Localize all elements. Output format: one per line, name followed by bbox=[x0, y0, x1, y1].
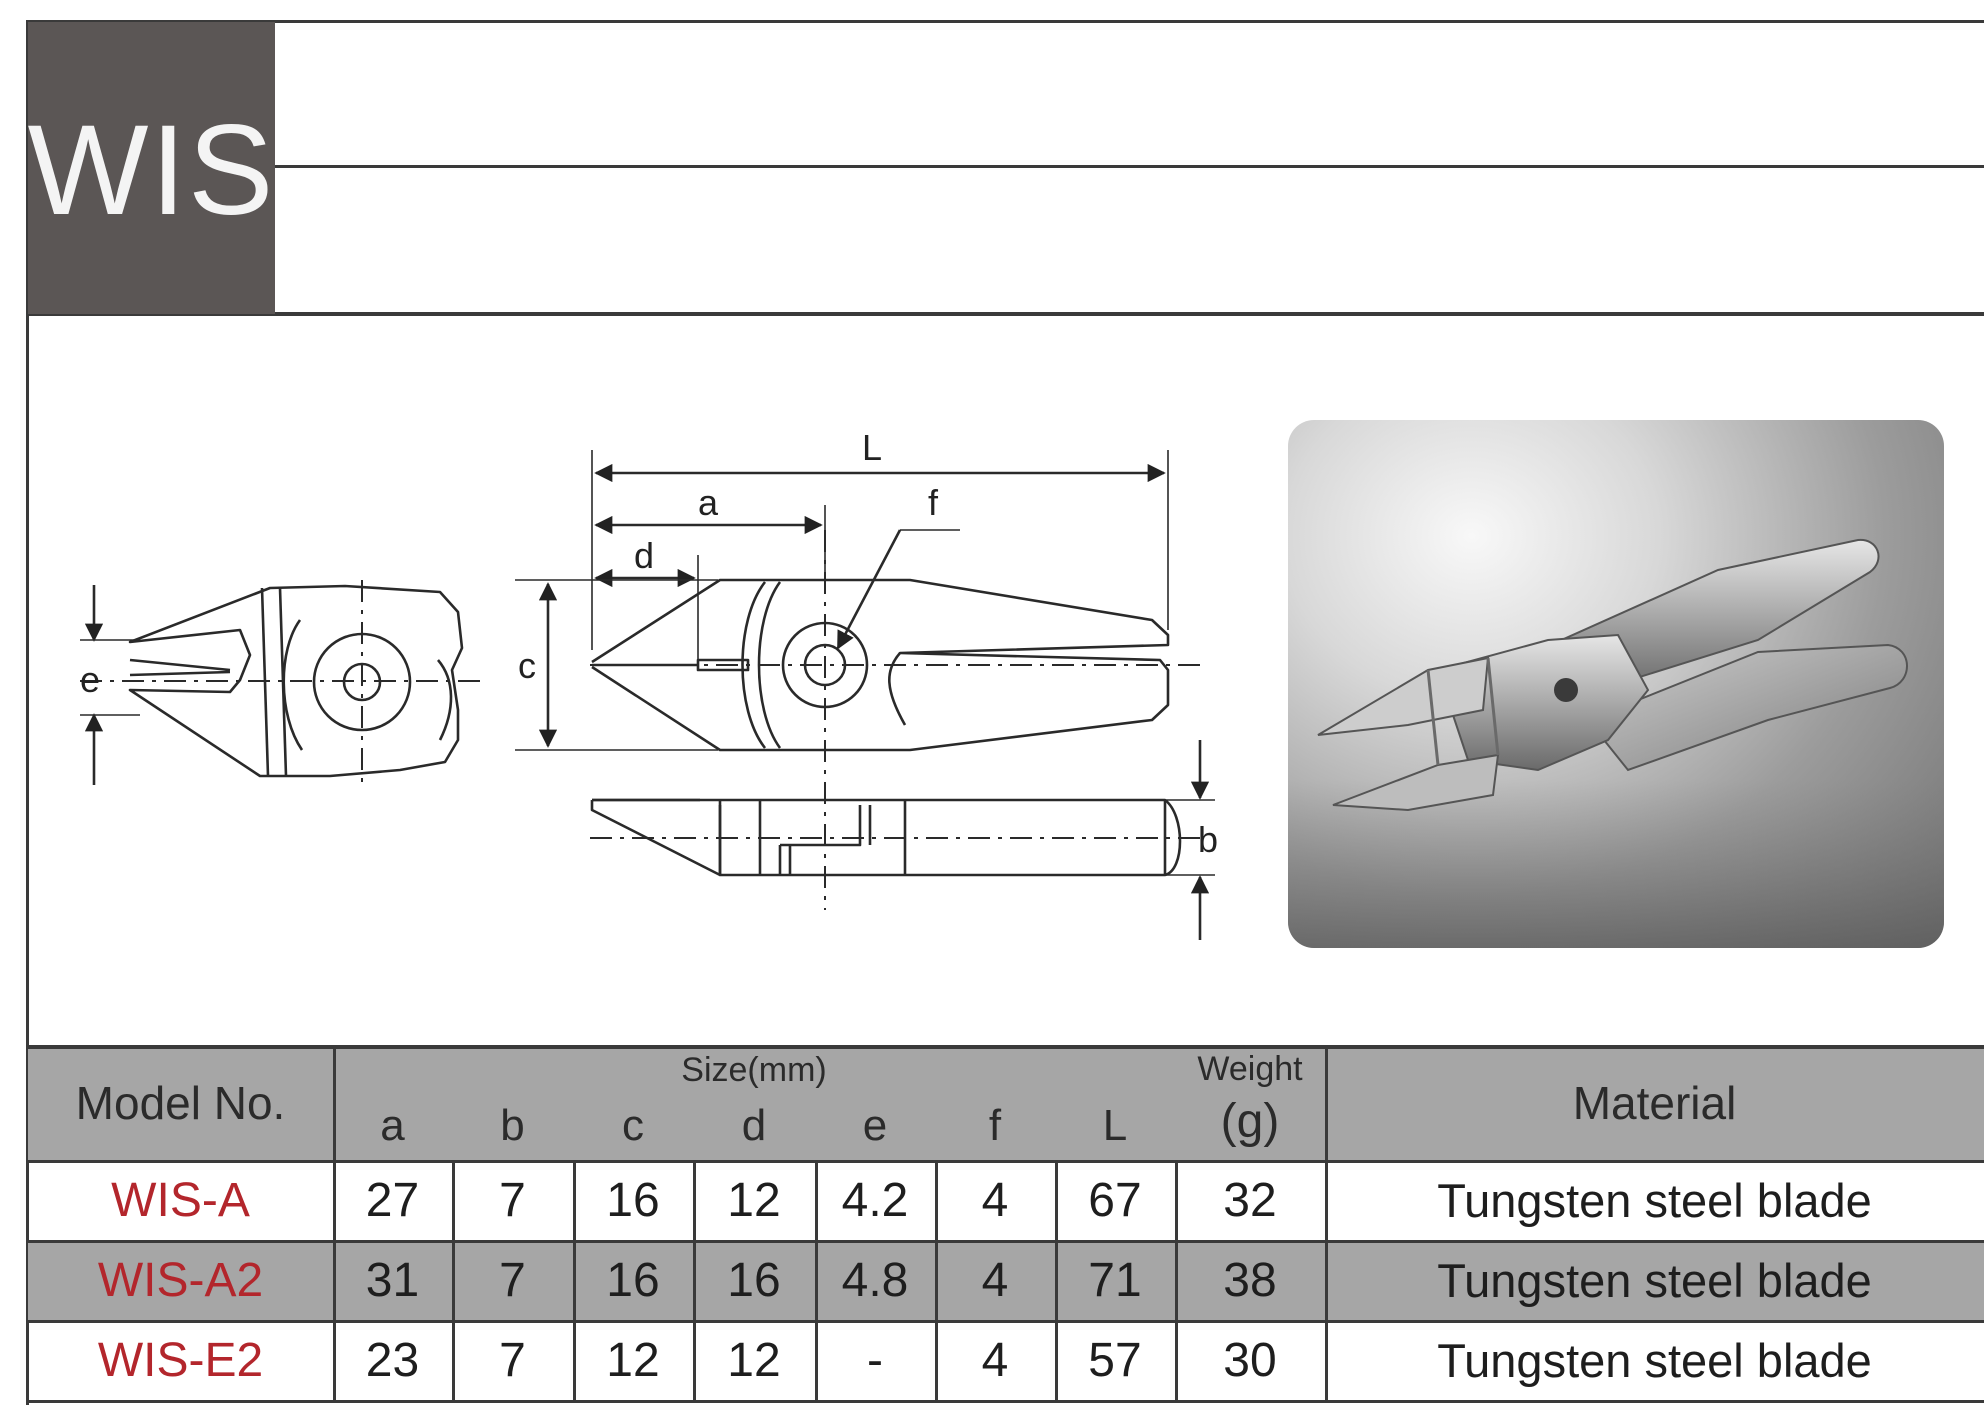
table-cell: 27 bbox=[365, 1173, 420, 1227]
table-cell: 4 bbox=[981, 1173, 1009, 1227]
table-hline bbox=[28, 1320, 1984, 1323]
top-border bbox=[28, 20, 1984, 23]
table-cell: 31 bbox=[365, 1253, 420, 1307]
table-cell-material: Tungsten steel blade bbox=[1437, 1333, 1872, 1387]
table-row-model: WIS-E2 bbox=[97, 1333, 264, 1387]
product-photo bbox=[1288, 420, 1944, 948]
header-weight-group: Weight bbox=[1197, 1049, 1303, 1088]
header-col-a: a bbox=[380, 1101, 405, 1150]
page-title: WIS bbox=[27, 99, 276, 242]
table-header-bg bbox=[28, 1045, 1984, 1160]
dim-label-b: b bbox=[1198, 819, 1218, 860]
table-cell: 57 bbox=[1088, 1333, 1142, 1387]
table-cell-material: Tungsten steel blade bbox=[1437, 1253, 1872, 1307]
table-row-model: WIS-A2 bbox=[97, 1253, 264, 1307]
table-vline bbox=[1325, 1045, 1328, 1400]
table-cell: 16 bbox=[606, 1253, 660, 1307]
table-cell-material: Tungsten steel blade bbox=[1437, 1173, 1872, 1227]
header-model: Model No. bbox=[75, 1076, 286, 1129]
table-vline bbox=[452, 1160, 455, 1400]
table-cell: 12 bbox=[727, 1333, 781, 1387]
table-vline bbox=[333, 1045, 336, 1400]
dim-label-a: a bbox=[698, 482, 719, 523]
table-row-alt-bg bbox=[28, 1240, 1984, 1320]
table-cell: 4.2 bbox=[841, 1173, 909, 1227]
table-vline bbox=[693, 1160, 696, 1400]
dim-label-c: c bbox=[518, 645, 536, 686]
title-divider-line bbox=[275, 165, 1984, 168]
header-weight-unit: (g) bbox=[1220, 1094, 1280, 1148]
table-cell: 12 bbox=[606, 1333, 660, 1387]
table-cell: 7 bbox=[499, 1333, 526, 1387]
technical-drawing: L a d f c e b bbox=[80, 427, 1218, 940]
table-cell: 4.8 bbox=[841, 1253, 909, 1307]
table-cell: 71 bbox=[1088, 1253, 1142, 1307]
table-cell: 16 bbox=[727, 1253, 781, 1307]
table-cell: 16 bbox=[606, 1173, 660, 1227]
table-vline bbox=[1055, 1160, 1058, 1400]
table-vline bbox=[1175, 1160, 1178, 1400]
left-border bbox=[26, 20, 29, 1405]
table-vline bbox=[935, 1160, 938, 1400]
header-size-group: Size(mm) bbox=[681, 1050, 827, 1089]
table-vline bbox=[815, 1160, 818, 1400]
header-bottom-border bbox=[28, 312, 1984, 316]
header-col-f: f bbox=[988, 1101, 1002, 1150]
table-cell: 4 bbox=[981, 1333, 1009, 1387]
header-col-c: c bbox=[622, 1101, 644, 1150]
table-hline bbox=[28, 1240, 1984, 1243]
table-cell-weight: 30 bbox=[1223, 1333, 1277, 1387]
spec-table: Model No. Size(mm) Weight (g) Material a b c d e f… bbox=[0, 1045, 1984, 1405]
table-cell: 67 bbox=[1088, 1173, 1142, 1227]
table-cell: 7 bbox=[499, 1253, 526, 1307]
header-col-d: d bbox=[741, 1101, 767, 1150]
title-block: WIS bbox=[28, 22, 275, 314]
table-row-model: WIS-A bbox=[111, 1173, 250, 1227]
table-hline bbox=[28, 1045, 1984, 1049]
dim-label-L: L bbox=[862, 427, 882, 468]
table-cell: 4 bbox=[981, 1253, 1009, 1307]
header-col-e: e bbox=[862, 1101, 888, 1150]
header-material: Material bbox=[1572, 1076, 1737, 1129]
table-cell-weight: 38 bbox=[1223, 1253, 1277, 1307]
table-hline bbox=[28, 1160, 1984, 1163]
table-cell: - bbox=[867, 1333, 883, 1387]
table-cell: 7 bbox=[499, 1173, 526, 1227]
table-cell-weight: 32 bbox=[1223, 1173, 1277, 1227]
header-col-L: L bbox=[1102, 1101, 1128, 1150]
table-cell: 23 bbox=[365, 1333, 420, 1387]
header-col-b: b bbox=[500, 1101, 525, 1150]
dim-label-e: e bbox=[80, 659, 100, 700]
table-hline bbox=[28, 1400, 1984, 1403]
cutter-illustration bbox=[1288, 538, 1944, 948]
dim-label-d: d bbox=[634, 535, 654, 576]
table-vline bbox=[573, 1160, 576, 1400]
table-cell: 12 bbox=[727, 1173, 781, 1227]
dim-label-f: f bbox=[928, 482, 939, 523]
